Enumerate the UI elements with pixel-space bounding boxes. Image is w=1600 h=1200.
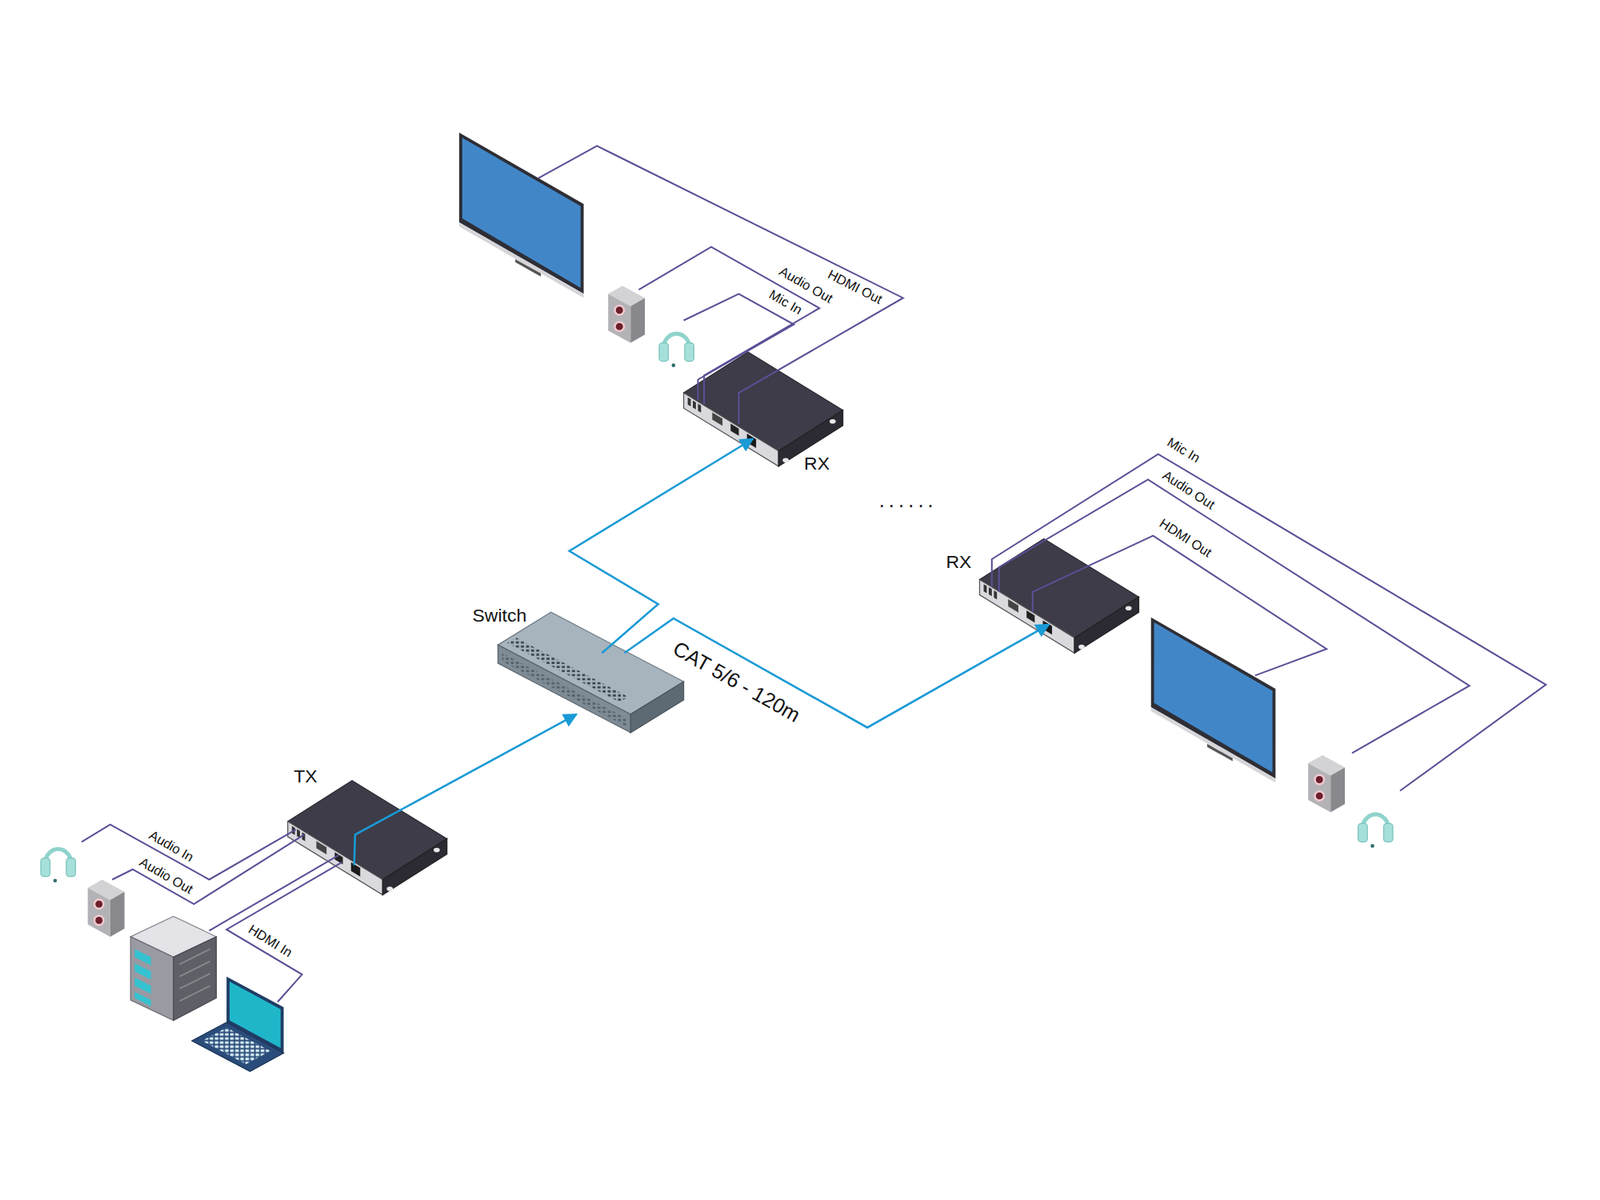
laptop-icon <box>192 976 284 1072</box>
receiver-box: RX <box>979 538 1141 624</box>
signal-label: HDMI Out <box>824 266 887 308</box>
receiver-device <box>979 538 1139 653</box>
headphone-icon <box>659 333 694 368</box>
signal-label: HDMI In <box>244 921 297 961</box>
display-screen <box>459 132 584 299</box>
headphone-icon <box>40 848 76 883</box>
display-screen <box>1151 617 1276 784</box>
device-label: RX <box>804 454 830 473</box>
cable-wires <box>81 145 1546 1002</box>
network-cable <box>569 438 754 653</box>
network-cable <box>624 618 1050 728</box>
server-icon <box>130 916 216 1020</box>
speaker-icon <box>1308 755 1345 812</box>
device-label: TX <box>293 767 317 786</box>
speaker-icon <box>608 285 645 343</box>
receiver-device <box>684 352 844 467</box>
headphone-icon <box>1358 814 1393 848</box>
signal-label: Mic In <box>765 286 807 318</box>
switch-box: Switch <box>497 652 684 715</box>
signal-label: HDMI Out <box>1156 515 1216 561</box>
device-label: RX <box>945 552 972 572</box>
device-label: Switch <box>472 606 528 625</box>
transmitter-box: TX <box>288 780 448 866</box>
speaker-icon <box>88 879 125 936</box>
receiver-box: RX <box>684 352 846 439</box>
network-cable <box>354 714 577 866</box>
continuation-dots: ...... <box>876 489 940 511</box>
